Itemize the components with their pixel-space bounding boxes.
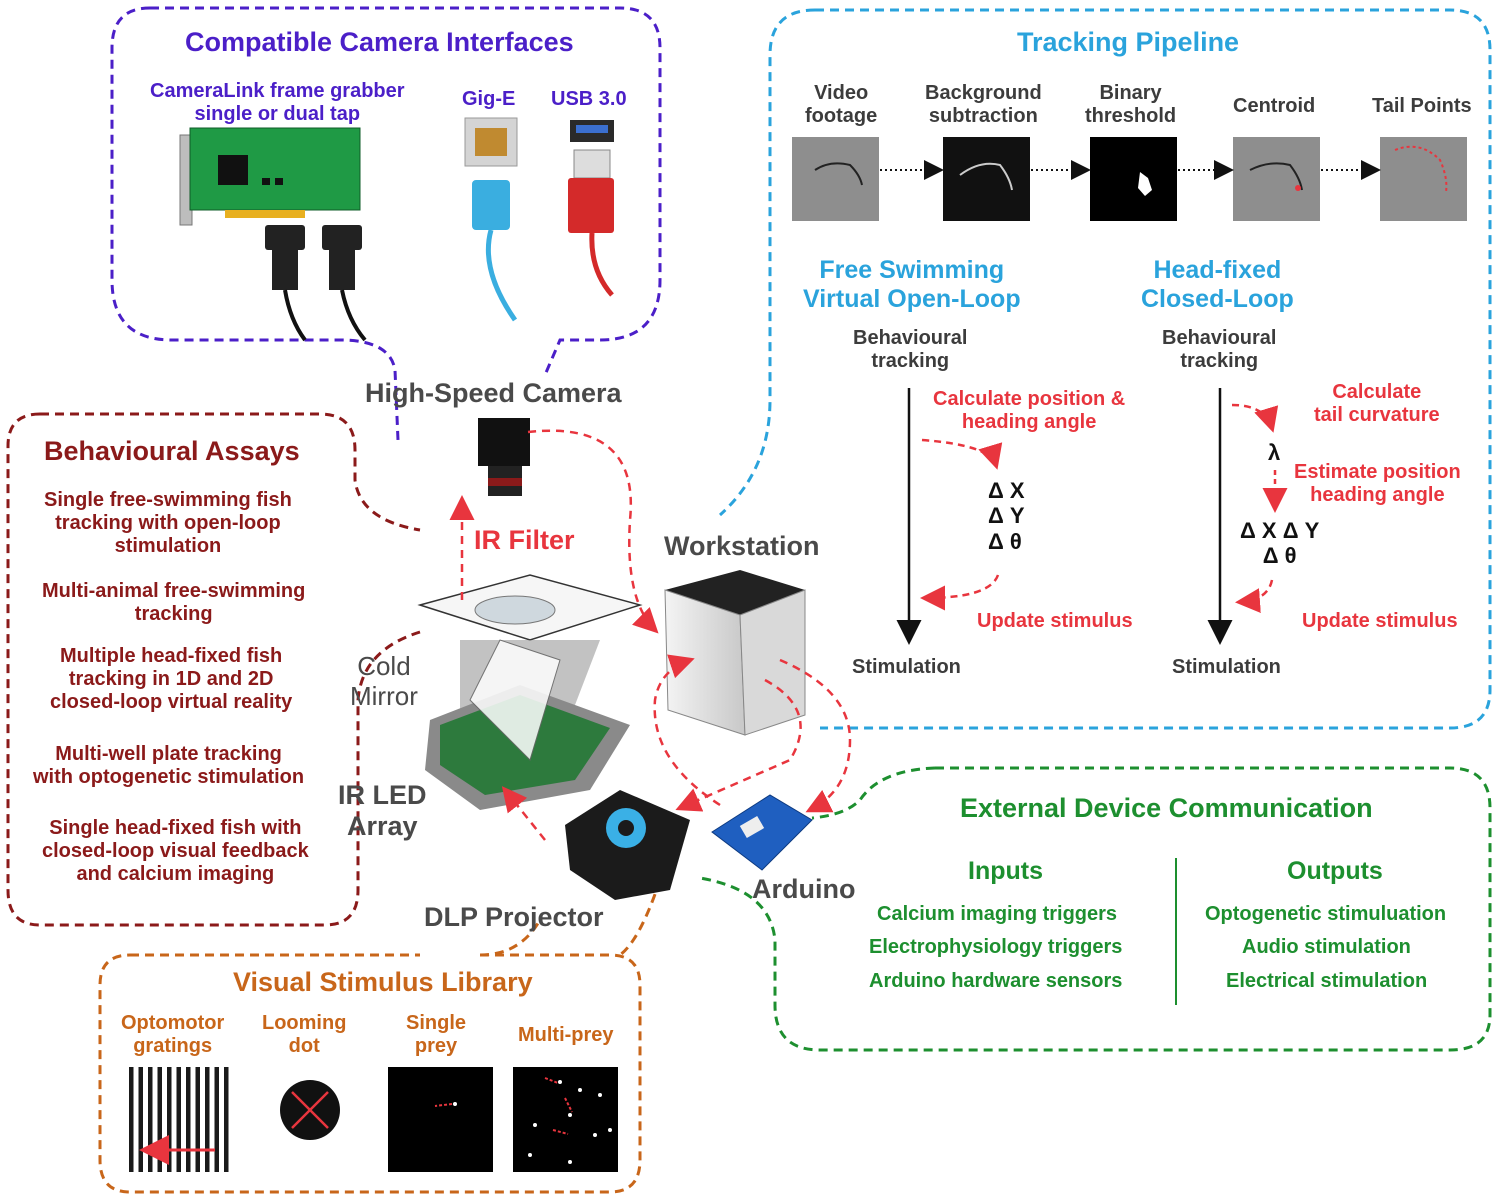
free-swimming-calc: Calculate position & heading angle [933,388,1126,433]
assay-item: Multi-animal free-swimming tracking [42,580,306,625]
head-fixed-estimate: Estimate position heading angle [1294,461,1461,506]
behavioural-assays-bubble [6,412,421,927]
usb-icon [568,120,614,297]
pipeline-step-tail-points: Tail Points [1372,95,1472,117]
looming-dot-image [280,1080,340,1140]
cold-mirror-label: Cold Mirror [350,651,418,711]
workstation-icon [664,570,806,736]
free-swimming-update: Update stimulus [977,610,1133,632]
gige-label: Gig-E [462,88,516,110]
grating-stripe [224,1067,229,1172]
output-item: Optogenetic stimuluation [1205,903,1447,925]
output-item: Electrical stimulation [1226,970,1428,992]
ethernet-icon [464,117,518,322]
grating-stripe [148,1067,153,1172]
optomotor-gratings-image [127,1067,232,1172]
outputs-title: Outputs [1287,857,1383,885]
pipeline-step-centroid: Centroid [1233,95,1316,117]
arduino-label: Arduino [752,874,856,904]
head-fixed-title: Head-fixed Closed-Loop [1141,256,1294,313]
pipeline-step-video: Video footage [805,82,878,127]
tracking-pipeline-bubble [718,8,1492,730]
single-prey-image [388,1067,493,1172]
grating-stripe [195,1067,200,1172]
camera-interfaces-title: Compatible Camera Interfaces [185,27,574,57]
grating-stripe [157,1067,162,1172]
grating-stripe [176,1067,181,1172]
arduino-icon [711,794,813,871]
dlp-projector-label: DLP Projector [424,902,604,932]
ir-led-label: IR LED Array [338,780,427,842]
workstation-label: Workstation [664,531,820,561]
head-fixed-update: Update stimulus [1302,610,1458,632]
rig-icon [417,574,643,810]
stimulus-multi-prey-label: Multi-prey [518,1024,614,1046]
free-swimming-tracking: Behavioural tracking [853,327,968,372]
grating-stripe [167,1067,172,1172]
pipeline-images [792,137,1467,221]
grating-stripe [205,1067,210,1172]
free-swimming-stimulation: Stimulation [852,656,961,678]
usb-label: USB 3.0 [551,88,627,110]
multi-prey-image [513,1067,618,1172]
high-speed-camera-label: High-Speed Camera [365,378,622,408]
head-fixed-tracking: Behavioural tracking [1162,327,1277,372]
visual-stimulus-title: Visual Stimulus Library [233,967,533,997]
input-item: Arduino hardware sensors [869,970,1123,992]
behavioural-assays-title: Behavioural Assays [44,436,300,466]
inputs-title: Inputs [968,857,1043,885]
head-fixed-lambda: λ [1268,440,1281,465]
pipeline-step-background: Background subtraction [925,82,1042,127]
stimulus-single-prey-label: Single prey [406,1012,467,1057]
ir-filter-label: IR Filter [474,525,575,555]
pipeline-step-binary: Binary threshold [1085,82,1177,127]
cameralink-label: CameraLink frame grabber single or dual … [150,80,405,125]
grating-stripe [138,1067,143,1172]
assay-item: Multiple head-fixed fish tracking in 1D … [50,645,293,713]
stimulus-optomotor-label: Optomotor gratings [121,1012,225,1057]
stimulus-looming-label: Looming dot [262,1012,347,1057]
assay-item: Single free-swimming fish tracking with … [44,489,292,557]
head-fixed-stimulation: Stimulation [1172,656,1281,678]
head-fixed-delta: Δ X Δ Y Δ θ [1240,518,1320,569]
grating-stripe [129,1067,134,1172]
camera-interfaces-bubble [110,6,662,441]
assay-item: Single head-fixed fish with closed-loop … [42,817,309,885]
external-device-title: External Device Communication [960,793,1373,823]
dlp-projector-icon [565,790,690,900]
assay-item: Multi-well plate tracking with optogenet… [33,743,305,788]
external-device-bubble [699,766,1492,1052]
output-item: Audio stimulation [1242,936,1411,958]
head-fixed-calc: Calculate tail curvature [1314,381,1440,426]
high-speed-camera-icon [478,418,530,496]
free-swimming-delta: Δ X Δ Y Δ θ [988,478,1025,554]
frame-grabber-icon [179,127,367,342]
grating-stripe [186,1067,191,1172]
input-item: Calcium imaging triggers [877,903,1118,925]
visual-stimulus-bubble [98,879,662,1194]
grating-stripe [214,1067,219,1172]
free-swimming-title: Free Swimming Virtual Open-Loop [803,256,1021,313]
tracking-pipeline-title: Tracking Pipeline [1017,27,1240,57]
input-item: Electrophysiology triggers [869,936,1123,958]
